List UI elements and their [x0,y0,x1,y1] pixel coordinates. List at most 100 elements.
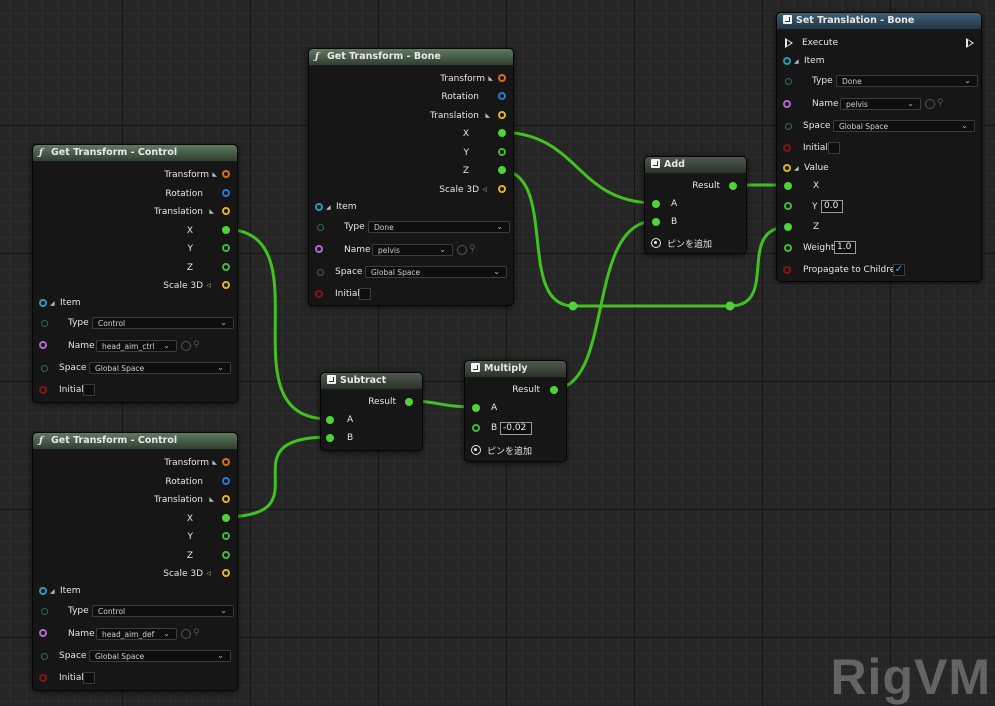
item-pin[interactable] [39,587,47,595]
name-pin[interactable] [783,100,791,108]
add-pin-icon[interactable] [471,445,481,455]
search-icon[interactable]: ⚲ [937,98,944,108]
input-a-pin[interactable] [472,404,480,412]
add-pin-button[interactable]: ピンを追加 [487,447,533,457]
expand-arrow-icon[interactable]: ◣ [212,459,217,466]
type-dropdown[interactable]: Control⌄ [92,317,234,329]
expand-arrow-icon[interactable]: ◢ [326,204,331,211]
set-translation-bone-node[interactable]: Set Translation - Bone Execute ◢ Item Ty… [776,12,982,282]
output-transform-pin[interactable] [222,170,230,178]
expand-arrow-icon[interactable]: ◣ [209,496,214,503]
subtract-node[interactable]: Subtract Result A B [320,372,423,451]
name-pin[interactable] [39,341,47,349]
type-dropdown[interactable]: Done⌄ [368,221,510,233]
expand-arrow-icon[interactable]: ◢ [50,300,55,307]
space-dropdown[interactable]: Global Space⌄ [89,362,231,374]
type-dropdown[interactable]: Done⌄ [836,75,978,87]
output-rotation-pin[interactable] [498,92,506,100]
type-pin[interactable] [785,78,792,85]
output-z-pin[interactable] [222,551,230,559]
initial-pin[interactable] [783,144,791,152]
input-b-pin[interactable] [652,218,660,226]
output-translation-pin[interactable] [222,207,230,215]
output-rotation-pin[interactable] [222,189,230,197]
result-pin[interactable] [729,182,737,190]
initial-checkbox[interactable] [359,288,371,300]
space-dropdown[interactable]: Global Space⌄ [89,650,231,662]
output-translation-pin[interactable] [222,495,230,503]
initial-checkbox[interactable] [83,384,95,396]
search-icon[interactable]: ⚲ [193,340,200,350]
value-z-pin[interactable] [784,223,792,231]
use-selected-icon[interactable] [457,245,467,255]
value-y-input[interactable]: 0.0 [821,200,843,213]
add-node[interactable]: Add Result A B ピンを追加 [644,156,747,254]
space-pin[interactable] [41,365,48,372]
input-a-pin[interactable] [326,416,334,424]
weight-pin[interactable] [784,244,792,252]
node-header[interactable]: Add [645,157,746,173]
expand-arrow-icon[interactable]: ◣ [485,112,490,119]
initial-checkbox[interactable] [828,142,840,154]
initial-pin[interactable] [39,674,47,682]
output-scale-pin[interactable] [222,569,230,577]
space-pin[interactable] [41,653,48,660]
output-rotation-pin[interactable] [222,477,230,485]
search-icon[interactable]: ⚲ [469,244,476,254]
output-y-pin[interactable] [222,532,230,540]
result-pin[interactable] [405,398,413,406]
input-b-pin[interactable] [326,434,334,442]
multiply-node[interactable]: Multiply Result A B -0.02 ピンを追加 [464,360,567,462]
space-pin[interactable] [317,269,324,276]
output-x-pin[interactable] [222,226,230,234]
name-dropdown[interactable]: pelvis⌄ [840,98,921,110]
output-transform-pin[interactable] [222,458,230,466]
name-pin[interactable] [315,245,323,253]
collapse-arrow-icon[interactable]: ◁ [206,570,211,577]
initial-pin[interactable] [315,290,323,298]
propagate-pin[interactable] [783,266,791,274]
item-pin[interactable] [783,57,791,65]
expand-arrow-icon[interactable]: ◢ [794,58,799,65]
output-translation-pin[interactable] [498,111,506,119]
add-pin-button[interactable]: ピンを追加 [667,240,713,250]
expand-arrow-icon[interactable]: ◣ [212,171,217,178]
collapse-arrow-icon[interactable]: ◁ [482,186,487,193]
output-scale-pin[interactable] [498,185,506,193]
space-pin[interactable] [785,123,792,130]
value-y-pin[interactable] [784,202,792,210]
use-selected-icon[interactable] [181,629,191,639]
initial-pin[interactable] [39,386,47,394]
name-dropdown[interactable]: pelvis⌄ [372,244,453,256]
input-a-pin[interactable] [652,200,660,208]
name-dropdown[interactable]: head_aim_def⌄ [96,628,177,640]
node-header[interactable]: Set Translation - Bone [777,13,981,29]
add-pin-icon[interactable] [651,238,661,248]
type-dropdown[interactable]: Control⌄ [92,605,234,617]
output-x-pin[interactable] [222,514,230,522]
type-pin[interactable] [317,224,324,231]
output-transform-pin[interactable] [498,74,506,82]
output-z-pin[interactable] [498,166,506,174]
initial-checkbox[interactable] [83,672,95,684]
value-pin[interactable] [783,164,791,172]
expand-arrow-icon[interactable]: ◣ [488,75,493,82]
use-selected-icon[interactable] [181,341,191,351]
expand-arrow-icon[interactable]: ◢ [794,165,799,172]
name-pin[interactable] [39,629,47,637]
expand-arrow-icon[interactable]: ◢ [50,588,55,595]
execute-output-pin[interactable] [966,38,974,48]
weight-input[interactable]: 1.0 [834,241,856,254]
item-pin[interactable] [315,203,323,211]
expand-arrow-icon[interactable]: ◣ [209,208,214,215]
output-y-pin[interactable] [222,244,230,252]
output-z-pin[interactable] [222,263,230,271]
space-dropdown[interactable]: Global Space⌄ [833,120,975,132]
search-icon[interactable]: ⚲ [193,628,200,638]
collapse-arrow-icon[interactable]: ◁ [206,282,211,289]
